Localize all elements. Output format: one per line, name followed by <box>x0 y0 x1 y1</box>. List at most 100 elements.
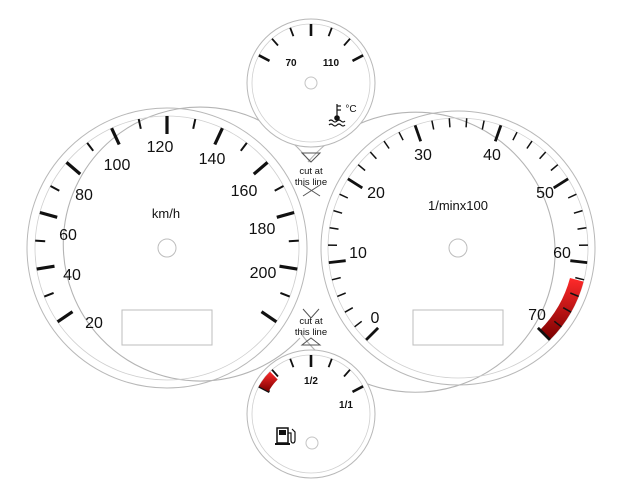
speed-minor-tick <box>288 239 299 243</box>
speed-minor-tick <box>86 142 94 152</box>
speed-major-tick <box>110 127 121 146</box>
speedometer-needle-hub <box>157 238 177 258</box>
fuel-gauge-needle-hub <box>305 436 319 450</box>
rpm-major-tick <box>365 326 380 341</box>
speed-major-tick <box>260 310 278 324</box>
temperature-gauge-ticks <box>258 24 364 63</box>
rpm-major-tick <box>552 177 569 190</box>
speedometer-unit-label: km/h <box>152 206 180 221</box>
speed-major-tick <box>39 210 58 219</box>
temp-minor-tick <box>343 38 351 47</box>
speed-minor-tick <box>35 239 46 243</box>
rpm-minor-tick <box>575 276 585 281</box>
rpm-minor-tick <box>331 276 341 281</box>
speed-label-120: 120 <box>147 139 174 156</box>
temp-minor-tick <box>271 38 279 47</box>
rpm-minor-tick <box>577 226 587 230</box>
speedometer-ticks <box>35 116 299 324</box>
speed-label-20: 20 <box>85 315 103 332</box>
fuel-minor-tick <box>327 358 333 368</box>
fuel-label-full: 1/1 <box>339 400 353 411</box>
lower-cut-mark: cut at this line <box>295 308 327 346</box>
rpm-minor-tick <box>329 226 339 230</box>
rpm-major-tick <box>570 259 588 264</box>
speed-label-100: 100 <box>104 157 131 174</box>
fuel-gauge-outer-ring <box>246 349 376 479</box>
speed-major-tick <box>65 161 82 176</box>
rpm-major-tick <box>328 259 346 264</box>
rpm-minor-tick <box>567 193 577 199</box>
temp-label-110: 110 <box>323 58 340 69</box>
rpm-minor-tick <box>357 164 366 172</box>
speedometer: 20 40 60 80 100 120 140 160 180 200 km/h <box>26 107 308 389</box>
rpm-label-0: 0 <box>371 310 380 327</box>
speedometer-outer-ring <box>26 107 308 389</box>
tachometer-redzone <box>540 278 584 340</box>
rpm-minor-tick <box>448 118 451 128</box>
rpm-minor-tick <box>383 140 390 149</box>
rpm-minor-tick <box>354 320 363 328</box>
temp-minor-tick <box>327 27 333 37</box>
rpm-major-tick <box>493 124 503 142</box>
speed-minor-tick <box>280 291 291 298</box>
fuel-major-tick <box>351 385 364 394</box>
rpm-minor-tick <box>526 140 533 149</box>
fuel-minor-tick <box>289 358 295 368</box>
speed-minor-tick <box>50 185 60 192</box>
rpm-label-10: 10 <box>349 245 367 262</box>
fuel-minor-tick <box>271 369 279 378</box>
rpm-minor-tick <box>573 209 583 214</box>
temperature-gauge-outer-ring <box>246 18 376 148</box>
fuel-label-half: 1/2 <box>304 376 318 387</box>
speed-minor-tick <box>137 118 142 130</box>
speed-minor-tick <box>192 118 197 130</box>
speed-minor-tick <box>240 142 248 152</box>
tachometer-ticks <box>327 118 589 341</box>
upper-cut-mark-line1: cut at <box>299 166 323 177</box>
rpm-label-40: 40 <box>483 147 501 164</box>
temperature-gauge-needle-hub <box>304 76 318 90</box>
rpm-major-tick <box>347 177 364 190</box>
speed-major-tick <box>36 264 55 271</box>
fuel-pump-icon <box>275 427 296 445</box>
speed-label-80: 80 <box>75 187 93 204</box>
rpm-label-70: 70 <box>528 307 546 324</box>
fuel-reserve-redzone <box>258 371 278 392</box>
temperature-gauge: 70 110 °C <box>246 18 376 148</box>
rpm-major-tick <box>413 124 423 142</box>
rpm-minor-tick <box>333 209 343 214</box>
rpm-minor-tick <box>562 307 572 313</box>
speed-label-40: 40 <box>63 267 81 284</box>
tachometer: 0 10 20 30 40 50 60 70 1/minx100 <box>320 110 596 386</box>
speed-major-tick <box>276 210 295 219</box>
rpm-minor-tick <box>344 307 354 313</box>
upper-cut-mark: cut at this line <box>295 152 327 197</box>
rpm-minor-tick <box>539 151 547 160</box>
rpm-minor-tick <box>512 131 518 141</box>
speedometer-odometer-window <box>121 309 213 346</box>
upper-cut-mark-line2: this line <box>295 177 327 188</box>
rpm-major-tick <box>536 326 551 341</box>
speed-minor-tick <box>274 185 284 192</box>
rpm-minor-tick <box>465 118 468 128</box>
speed-label-200: 200 <box>250 265 277 282</box>
rpm-minor-tick <box>369 151 377 160</box>
speed-minor-tick <box>43 291 54 298</box>
fuel-gauge: 1/2 1/1 <box>246 349 376 479</box>
rpm-minor-tick <box>398 131 404 141</box>
speed-major-tick <box>56 310 74 324</box>
rpm-label-50: 50 <box>536 185 554 202</box>
speed-label-140: 140 <box>199 151 226 168</box>
temp-label-70: 70 <box>285 58 297 69</box>
temp-major-tick <box>351 54 364 63</box>
rpm-minor-tick <box>339 193 349 199</box>
tachometer-needle-hub <box>448 238 468 258</box>
temp-major-tick <box>258 54 271 63</box>
rpm-minor-tick <box>431 120 435 130</box>
tachometer-unit-label: 1/minx100 <box>428 198 488 213</box>
lower-cut-mark-line1: cut at <box>299 316 323 327</box>
coolant-temperature-icon <box>328 104 346 127</box>
rpm-minor-tick <box>570 292 579 298</box>
